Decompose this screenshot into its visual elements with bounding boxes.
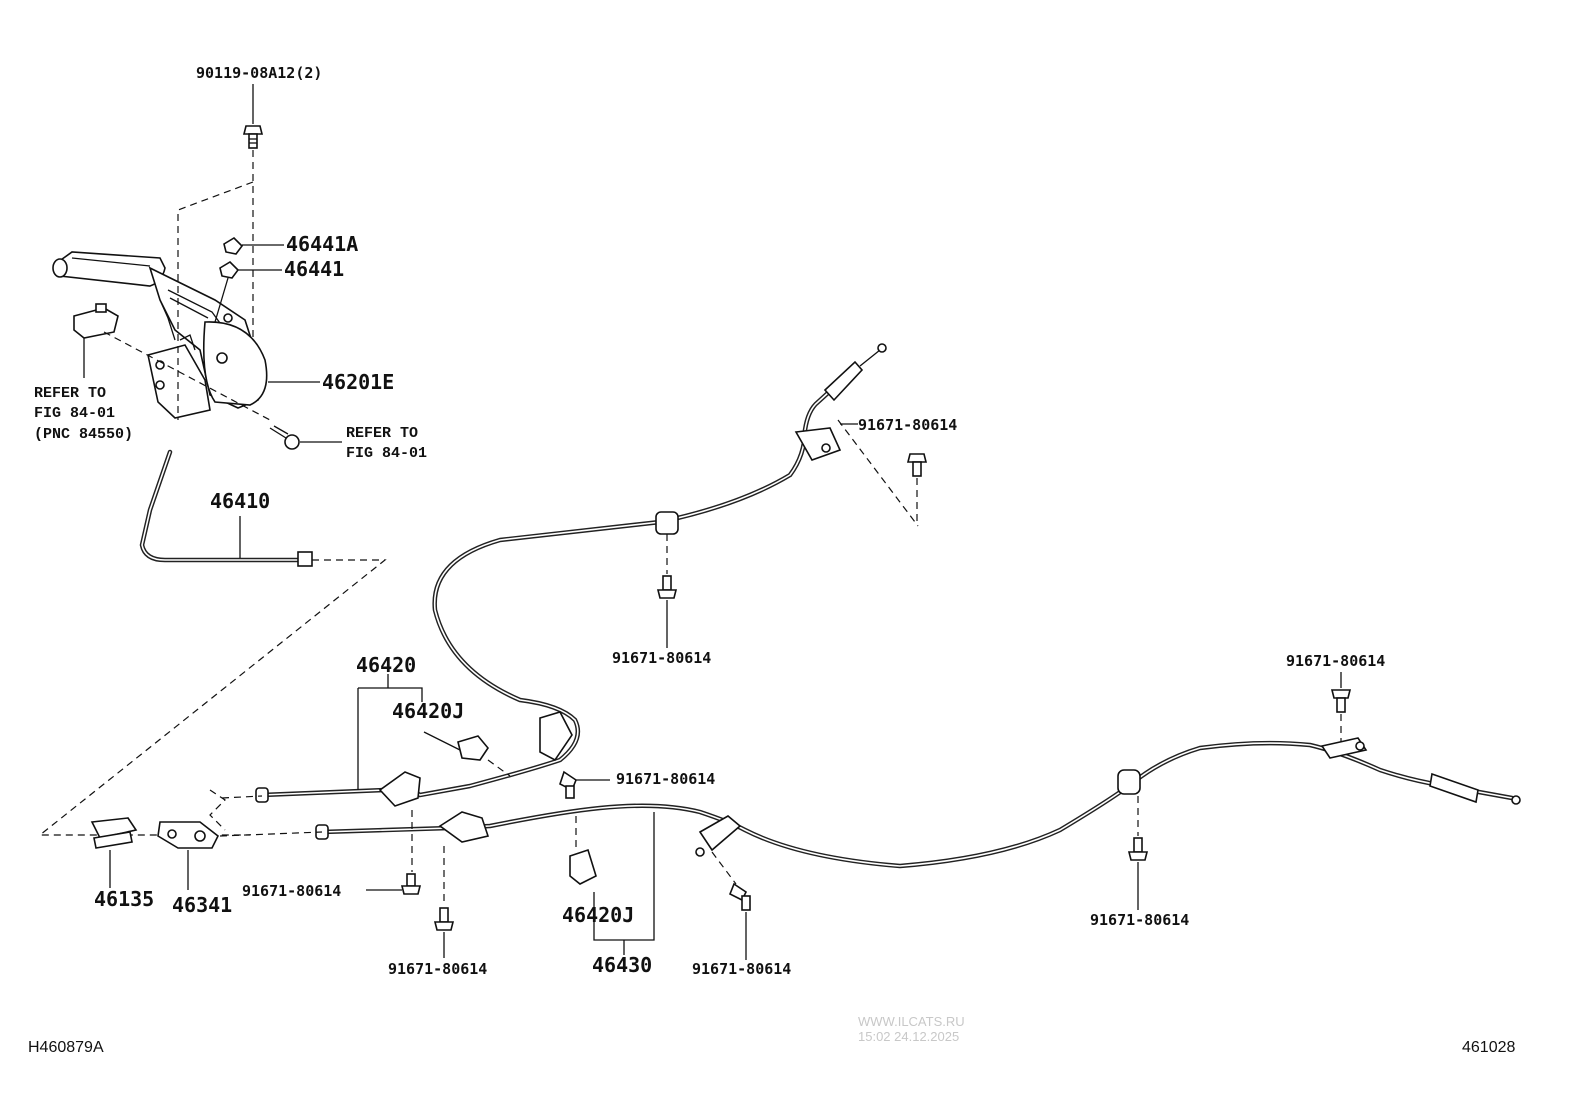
diagram-code-left: H460879A — [28, 1039, 104, 1056]
label-46430[interactable]: 46430 — [592, 953, 652, 977]
label-46341[interactable]: 46341 — [172, 893, 232, 917]
nut-46441a-icon[interactable] — [223, 236, 244, 255]
ref-left-line1: REFER TO — [34, 385, 106, 402]
clip-46420j-lower-icon[interactable] — [569, 848, 597, 885]
label-46135[interactable]: 46135 — [94, 887, 154, 911]
bolt-e-icon[interactable] — [433, 907, 455, 931]
plate-46135[interactable] — [90, 817, 138, 888]
label-bolt-d[interactable]: 91671-80614 — [242, 882, 341, 900]
ref-right-line2: FIG 84-01 — [346, 445, 427, 462]
bolt-c-icon[interactable] — [559, 770, 577, 799]
ref-left-line3: (PNC 84550) — [34, 426, 133, 443]
label-bolt-h[interactable]: 91671-80614 — [1286, 652, 1385, 670]
label-46420j-upper[interactable]: 46420J — [392, 699, 464, 723]
diagram-code-right: 461028 — [1462, 1039, 1515, 1056]
label-bolt-g[interactable]: 91671-80614 — [1090, 911, 1189, 929]
ref-left-line2: FIG 84-01 — [34, 405, 115, 422]
bolt-h-icon[interactable] — [1330, 689, 1352, 713]
nut-46441-icon[interactable] — [219, 260, 240, 279]
bolt-g-icon[interactable] — [1127, 837, 1149, 861]
brake-switch[interactable] — [73, 303, 119, 378]
label-46410[interactable]: 46410 — [210, 489, 270, 513]
label-bolt-f[interactable]: 91671-80614 — [692, 960, 791, 978]
front-cable-46410[interactable] — [139, 449, 313, 567]
label-46201e[interactable]: 46201E — [322, 370, 394, 394]
bolt-a-icon[interactable] — [906, 453, 928, 477]
label-46441a[interactable]: 46441A — [286, 232, 358, 256]
rear-cable-46430[interactable] — [315, 737, 1521, 869]
bolt-refer-icon[interactable] — [269, 425, 300, 450]
label-46441[interactable]: 46441 — [284, 257, 344, 281]
watermark-line1: WWW.ILCATS.RU — [858, 1014, 965, 1029]
rear-cable-46420[interactable] — [255, 343, 887, 807]
label-bolt-90119[interactable]: 90119-08A12(2) — [196, 64, 322, 82]
equalizer-46341[interactable] — [157, 821, 220, 890]
label-46420j-lower[interactable]: 46420J — [562, 903, 634, 927]
bolt-d-icon[interactable] — [400, 873, 422, 895]
watermark-line2: 15:02 24.12.2025 — [858, 1029, 959, 1044]
label-46420[interactable]: 46420 — [356, 653, 416, 677]
clip-46420j-upper-icon[interactable] — [457, 735, 489, 761]
bolt-90119-icon[interactable] — [242, 125, 264, 149]
label-bolt-e[interactable]: 91671-80614 — [388, 960, 487, 978]
label-bolt-a[interactable]: 91671-80614 — [858, 416, 957, 434]
bolt-b-icon[interactable] — [656, 575, 678, 599]
ref-right-line1: REFER TO — [346, 425, 418, 442]
label-bolt-c[interactable]: 91671-80614 — [616, 770, 715, 788]
label-bolt-b[interactable]: 91671-80614 — [612, 649, 711, 667]
bolt-f-icon[interactable] — [728, 882, 751, 911]
